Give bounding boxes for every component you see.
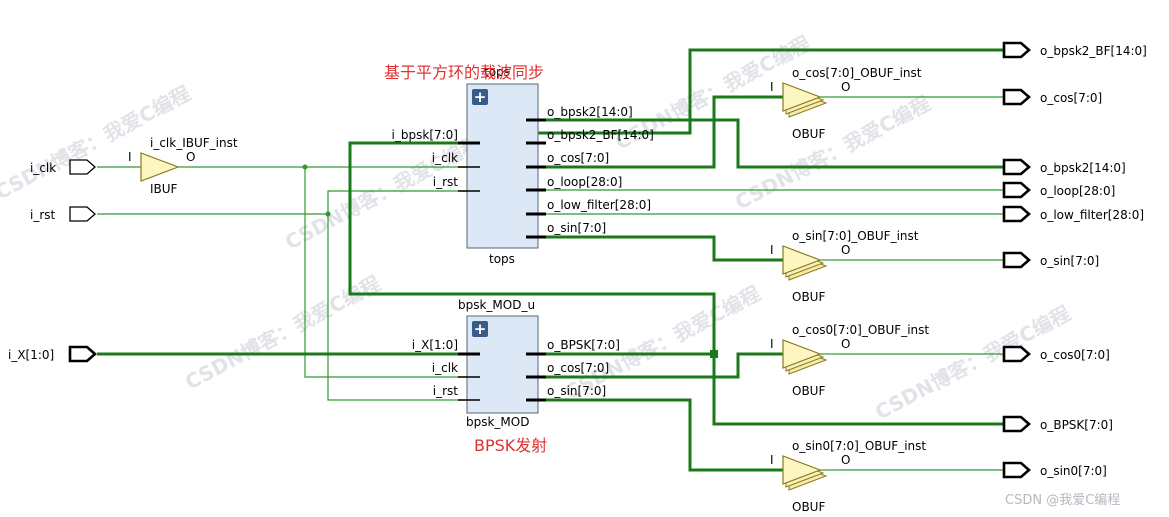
wires-clk-rst — [97, 96, 1004, 471]
buffer-triangle-icon — [782, 82, 822, 112]
watermark: CSDN博客：我爱C编程 — [871, 301, 1074, 424]
bpsk-instance-label: bpsk_MOD_u — [458, 298, 535, 312]
obuf-pin-in: I — [770, 453, 774, 467]
tops-caption: 基于平方环的载波同步 — [384, 63, 544, 82]
buffer-triangle-icon — [782, 245, 822, 275]
tops-pin-o-bpsk2-bf: o_bpsk2_BF[14:0] — [547, 128, 654, 142]
tops-instance-label: tops — [484, 65, 510, 79]
obuf-type-label: OBUF — [792, 127, 825, 141]
obuf-cell-sin[interactable]: o_sin[7:0]_OBUF_inst I O OBUF — [770, 229, 919, 304]
watermark: CSDN博客：我爱C编程 — [181, 271, 384, 394]
tops-pin-i-clk: i_clk — [432, 151, 458, 165]
port-label: o_low_filter[28:0] — [1040, 208, 1144, 222]
output-port-o-bpsk2[interactable]: o_bpsk2[14:0] — [1002, 158, 1126, 176]
ibuf-instance-label: i_clk_IBUF_inst — [150, 136, 238, 150]
watermark: CSDN博客：我爱C编程 — [281, 131, 484, 254]
ibuf-pin-out: O — [186, 150, 195, 164]
tops-pin-o-sin: o_sin[7:0] — [547, 221, 606, 235]
tops-expand-button[interactable]: + — [472, 88, 488, 106]
obuf-pin-out: O — [841, 243, 850, 257]
port-label: i_X[1:0] — [8, 348, 54, 362]
port-label: o_sin[7:0] — [1040, 254, 1099, 268]
port-label: o_sin0[7:0] — [1040, 464, 1107, 478]
ibuf-type-label: IBUF — [150, 182, 178, 196]
port-label: o_bpsk2[14:0] — [1040, 161, 1126, 175]
bpsk-pin-i-clk: i_clk — [432, 361, 458, 375]
obuf-type-label: OBUF — [792, 384, 825, 398]
plus-icon: + — [474, 320, 487, 338]
obuf-type-label: OBUF — [792, 290, 825, 304]
obuf-type-label: OBUF — [792, 500, 825, 514]
obuf-cell-sin0[interactable]: o_sin0[7:0]_OBUF_inst I O OBUF — [770, 439, 926, 514]
port-label: i_rst — [30, 208, 56, 222]
bpsk-pin-o-bpsk: o_BPSK[7:0] — [547, 338, 620, 352]
input-port-i-rst[interactable]: i_rst — [30, 206, 96, 222]
plus-icon: + — [474, 88, 487, 106]
tops-pin-i-rst: i_rst — [433, 175, 459, 189]
wires-bus — [97, 48, 1004, 472]
tops-pin-o-bpsk2: o_bpsk2[14:0] — [547, 105, 633, 119]
port-label: o_loop[28:0] — [1040, 184, 1115, 198]
ibuf-pin-in: I — [128, 150, 132, 164]
output-port-o-sin[interactable]: o_sin[7:0] — [1002, 251, 1099, 269]
input-port-i-x[interactable]: i_X[1:0] — [8, 345, 97, 363]
output-port-o-cos0[interactable]: o_cos0[7:0] — [1002, 345, 1110, 363]
obuf-pin-in: I — [770, 80, 774, 94]
input-port-i-clk[interactable]: i_clk — [30, 159, 96, 175]
bpsk-caption: BPSK发射 — [474, 436, 547, 455]
obuf-pin-out: O — [841, 337, 850, 351]
port-label: o_cos[7:0] — [1040, 91, 1102, 105]
output-port-o-sin0[interactable]: o_sin0[7:0] — [1002, 461, 1107, 479]
tops-pin-i-bpsk: i_bpsk[7:0] — [392, 128, 458, 142]
tops-pin-o-loop: o_loop[28:0] — [547, 175, 622, 189]
obuf-instance-label: o_sin0[7:0]_OBUF_inst — [792, 439, 926, 453]
output-port-o-bpsk[interactable]: o_BPSK[7:0] — [1002, 415, 1113, 433]
port-label: o_cos0[7:0] — [1040, 348, 1110, 362]
output-port-o-loop[interactable]: o_loop[28:0] — [1002, 181, 1115, 199]
bpsk-module-label: bpsk_MOD — [466, 415, 529, 429]
bpsk-pin-o-cos: o_cos[7:0] — [547, 361, 609, 375]
bpsk-pin-i-x: i_X[1:0] — [412, 338, 458, 352]
output-port-o-bpsk2-bf[interactable]: o_bpsk2_BF[14:0] — [1002, 41, 1147, 59]
tops-block[interactable]: tops + i_bpsk[7:0] i_clk i_rst o_bpsk2[1… — [392, 65, 654, 266]
bpsk-mod-block[interactable]: bpsk_MOD_u + i_X[1:0] i_clk i_rst o_BPSK… — [412, 298, 620, 429]
obuf-instance-label: o_sin[7:0]_OBUF_inst — [792, 229, 919, 243]
port-label: o_bpsk2_BF[14:0] — [1040, 44, 1147, 58]
obuf-pin-in: I — [770, 337, 774, 351]
buffer-triangle-icon — [782, 455, 822, 485]
corner-watermark: CSDN @我爱C编程 — [1005, 493, 1120, 508]
obuf-instance-label: o_cos0[7:0]_OBUF_inst — [792, 323, 929, 337]
obuf-instance-label: o_cos[7:0]_OBUF_inst — [792, 66, 922, 80]
obuf-pin-in: I — [770, 243, 774, 257]
port-label: o_BPSK[7:0] — [1040, 418, 1113, 432]
bpsk-pin-i-rst: i_rst — [433, 384, 459, 398]
ibuf-cell[interactable]: i_clk_IBUF_inst I O IBUF — [128, 136, 238, 196]
tops-module-label: tops — [489, 252, 515, 266]
obuf-pin-out: O — [841, 453, 850, 467]
buffer-triangle-icon — [782, 339, 822, 369]
tops-pin-o-low-filter: o_low_filter[28:0] — [547, 198, 651, 212]
watermark: CSDN博客：我爱C编程 — [731, 91, 934, 214]
output-port-o-low-filter[interactable]: o_low_filter[28:0] — [1002, 205, 1144, 223]
obuf-cell-cos0[interactable]: o_cos0[7:0]_OBUF_inst I O OBUF — [770, 323, 929, 398]
port-label: i_clk — [30, 161, 56, 175]
bpsk-pin-o-sin: o_sin[7:0] — [547, 384, 606, 398]
obuf-cell-cos[interactable]: o_cos[7:0]_OBUF_inst I O OBUF — [770, 66, 922, 141]
tops-pin-o-cos: o_cos[7:0] — [547, 151, 609, 165]
bpsk-expand-button[interactable]: + — [472, 320, 488, 338]
output-port-o-cos[interactable]: o_cos[7:0] — [1002, 88, 1102, 106]
buffer-triangle-icon — [140, 152, 180, 182]
obuf-pin-out: O — [841, 80, 850, 94]
